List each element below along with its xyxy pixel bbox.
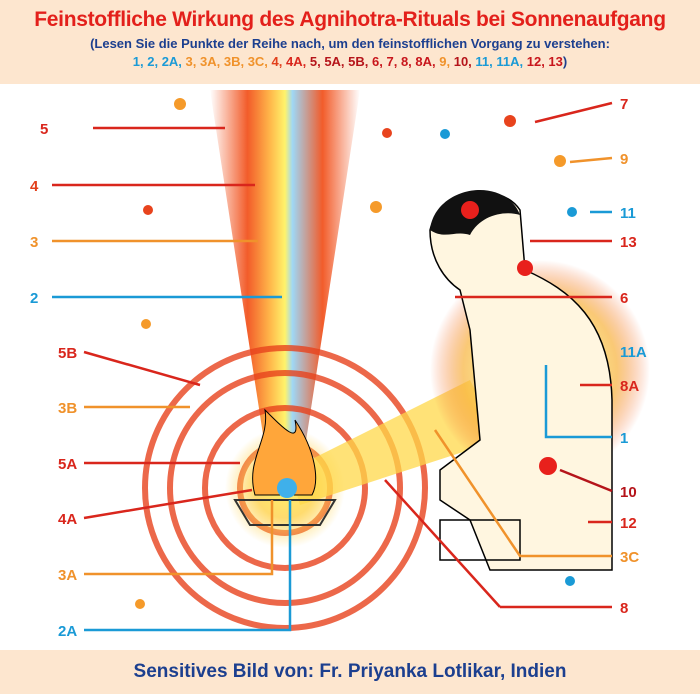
subtle-particles [135,98,577,609]
sequence-item: 5A, [324,54,349,69]
sequence-item: ) [562,54,568,69]
label-4: 4 [30,178,39,195]
sequence-item: 7, [386,54,401,69]
label-11: 11 [620,205,636,222]
label-5: 5 [40,121,48,138]
illustration: 5 4 3 2 5B 3B 5A 4A 3A 2A 7 9 11 13 6 11… [0,84,700,650]
sequence-item: 10, [453,54,476,69]
label-1: 1 [620,430,628,447]
header: Feinstoffliche Wirkung des Agnihotra-Rit… [0,0,700,84]
label-6: 6 [620,290,628,307]
agnihotra-diagram: 5 4 3 2 5B 3B 5A 4A 3A 2A 7 9 11 13 6 11… [30,90,650,640]
label-3: 3 [30,234,38,251]
label-3A: 3A [58,567,77,584]
label-4A: 4A [58,511,77,528]
label-12: 12 [620,515,637,532]
label-5B: 5B [58,345,77,362]
sequence-item: 8A, [415,54,440,69]
sequence-item: 3, [185,54,200,69]
sequence-item: 9, [439,54,454,69]
label-3B: 3B [58,400,77,417]
credit-footer: Sensitives Bild von: Fr. Priyanka Lotlik… [133,661,567,682]
person-silhouette [429,189,650,571]
label-2: 2 [30,290,38,307]
label-10: 10 [620,484,637,501]
label-11A: 11A [620,344,647,361]
subtitle: (Lesen Sie die Punkte der Reihe nach, um… [90,36,610,51]
sequence-item: 3A, [200,54,224,69]
sequence-item: 11, [475,54,497,69]
sequence-item: 6, [372,54,387,69]
label-2A: 2A [58,623,77,640]
sequence-item: 12, [526,54,549,69]
sequence-item: 3C, [247,54,272,69]
sequence-item: 2A, [161,54,186,69]
label-13: 13 [620,234,637,251]
label-8A: 8A [620,378,639,395]
page-title: Feinstoffliche Wirkung des Agnihotra-Rit… [34,8,666,31]
label-9: 9 [620,151,628,168]
reading-sequence: 1, 2, 2A, 3, 3A, 3B, 3C, 4, 4A, 5, 5A, 5… [0,54,700,69]
label-7: 7 [620,96,628,113]
sequence-item: 5, [309,54,325,69]
label-3C: 3C [620,549,639,566]
sequence-item: 11A, [496,54,527,69]
sequence-item: 2, [147,54,162,69]
label-8: 8 [620,600,628,617]
sequence-item: 13 [548,54,563,69]
sequence-item: 3B, [223,54,248,69]
label-5A: 5A [58,456,77,473]
pointer-arrows [52,101,613,632]
sequence-item: 8, [400,54,416,69]
sequence-item: 4A, [286,54,310,69]
sequence-item: 5B, [348,54,372,69]
sequence-item: 1, [132,54,148,69]
light-beam [210,90,360,480]
agnihotra-pot [233,408,337,526]
sequence-item: 4, [271,54,286,69]
